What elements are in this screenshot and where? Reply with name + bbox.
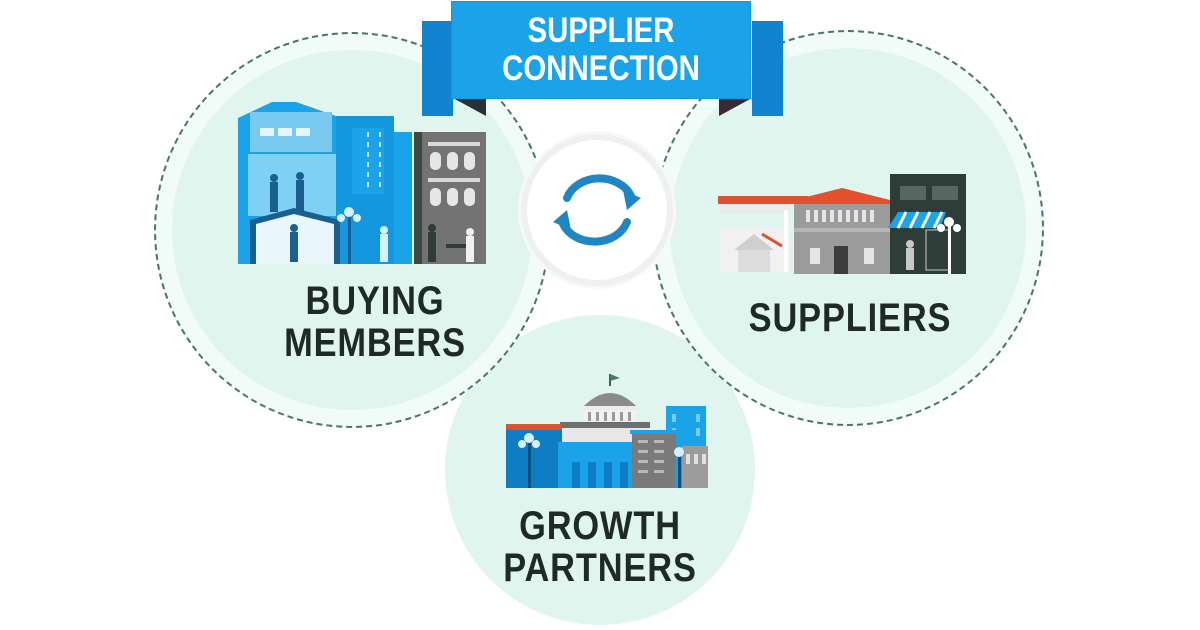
suppliers-label-line1: SUPPLIERS xyxy=(748,296,952,340)
buying-members-label: BUYING MEMBERS xyxy=(276,280,474,364)
suppliers-label: SUPPLIERS xyxy=(738,297,962,339)
sync-circle xyxy=(527,140,667,280)
banner-title: SUPPLIER CONNECTION xyxy=(476,12,726,88)
buying-members-label-line2: MEMBERS xyxy=(284,321,466,365)
growth-partners-label-line2: PARTNERS xyxy=(503,546,697,590)
sync-icon xyxy=(553,174,641,246)
growth-partners-label-line1: GROWTH xyxy=(519,504,681,548)
ribbon-left-fold xyxy=(453,98,486,116)
banner-title-line2: CONNECTION xyxy=(502,49,700,88)
supplier-connection-banner: SUPPLIER CONNECTION xyxy=(452,2,750,98)
storefront-shops-illustration xyxy=(718,174,966,274)
banner-title-line1: SUPPLIER xyxy=(527,11,675,50)
civic-capitol-buildings-illustration xyxy=(506,374,708,488)
buying-members-label-line1: BUYING xyxy=(305,279,445,323)
ribbon-left-tail xyxy=(422,21,453,116)
ribbon-right-tail xyxy=(752,21,783,116)
office-buildings-with-people-illustration xyxy=(238,102,486,264)
growth-partners-label: GROWTH PARTNERS xyxy=(497,505,703,589)
ribbon-right-fold xyxy=(719,98,752,116)
